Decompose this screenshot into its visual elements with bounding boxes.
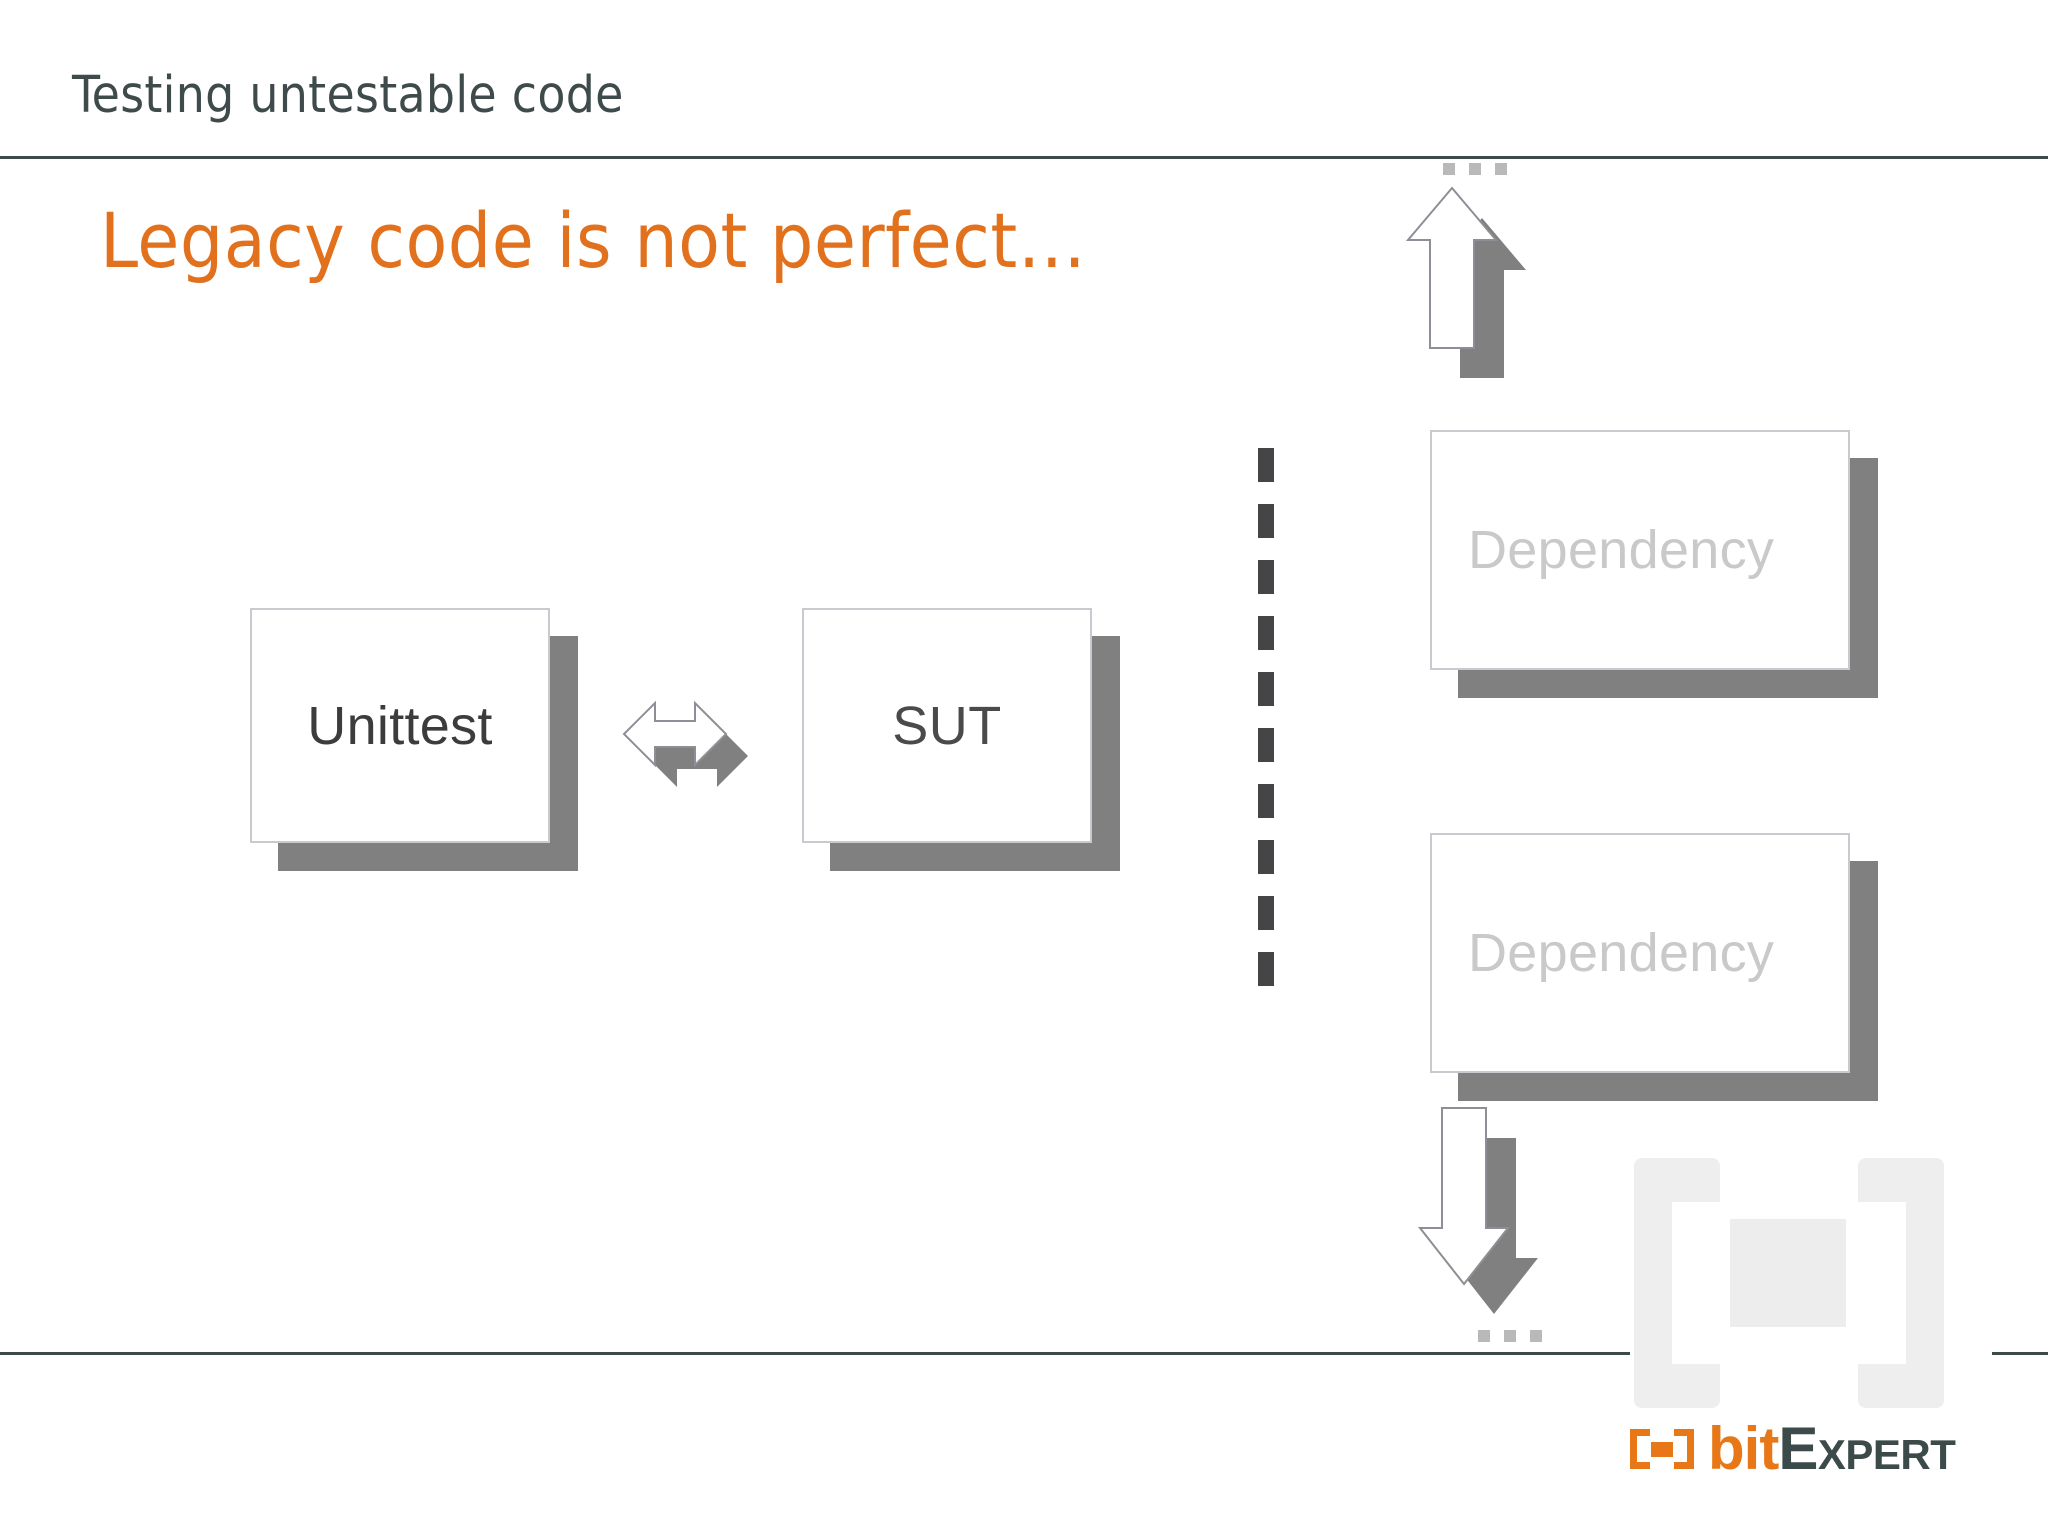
watermark-left-top [1634, 1158, 1720, 1202]
divider-dash [1258, 728, 1274, 762]
ellipsis-dot [1530, 1330, 1542, 1342]
divider-dash [1258, 840, 1274, 874]
bracket-left-top [1630, 1429, 1650, 1436]
unittest-box-label: Unittest [307, 695, 493, 756]
bracket-right-bottom [1674, 1462, 1694, 1469]
watermark-center-square [1730, 1219, 1846, 1327]
dashed-vertical-divider-icon [1258, 448, 1274, 986]
footer-divider-rule-right [1992, 1352, 2048, 1355]
ellipsis-dot [1443, 163, 1455, 175]
divider-dash [1258, 896, 1274, 930]
sut-box-label: SUT [892, 695, 1002, 756]
logo-text-bit: bit [1708, 1415, 1779, 1482]
footer-divider-rule-left [0, 1352, 1630, 1355]
unittest-box: Unittest [250, 608, 578, 871]
arrow-down-icon [1417, 1107, 1538, 1323]
sut-box-face: SUT [802, 608, 1092, 843]
dependency-box-1-face: Dependency [1430, 430, 1850, 670]
dependency-box-1-label: Dependency [1468, 520, 1775, 580]
divider-dash [1258, 952, 1274, 986]
bitexpert-logo: bit Expert [1630, 1415, 1956, 1482]
unittest-box-face: Unittest [250, 608, 550, 843]
bracket-center-square [1651, 1442, 1673, 1457]
divider-dash [1258, 560, 1274, 594]
ellipsis-dot [1469, 163, 1481, 175]
bracket-left-stem [1630, 1429, 1637, 1469]
sut-box: SUT [802, 608, 1120, 871]
bracket-right-top [1674, 1429, 1694, 1436]
logo-text-expert: Expert [1778, 1415, 1956, 1482]
arrow-up-icon [1405, 186, 1528, 393]
ellipsis-top-icon [1443, 163, 1507, 175]
divider-dash [1258, 448, 1274, 482]
dependency-box-2-face: Dependency [1430, 833, 1850, 1073]
divider-dash [1258, 672, 1274, 706]
bitexpert-bracket-watermark-icon [1634, 1158, 1944, 1408]
arrow-left-right-icon [600, 690, 750, 805]
header-divider-rule [0, 156, 2048, 159]
divider-dash [1258, 504, 1274, 538]
dependency-box-2-label: Dependency [1468, 923, 1775, 983]
bracket-left-bottom [1630, 1462, 1650, 1469]
dependency-box-1: Dependency [1430, 430, 1878, 698]
ellipsis-dot [1504, 1330, 1516, 1342]
divider-dash [1258, 784, 1274, 818]
dependency-box-2: Dependency [1430, 833, 1878, 1101]
bracket-right-stem [1687, 1429, 1694, 1469]
ellipsis-dot [1495, 163, 1507, 175]
divider-dash [1258, 616, 1274, 650]
headline-text: Legacy code is not perfect… [100, 196, 1087, 285]
page-title: Testing untestable code [72, 66, 624, 125]
watermark-right-bottom [1858, 1364, 1944, 1408]
watermark-right-top [1858, 1158, 1944, 1202]
bitexpert-bracket-icon [1630, 1429, 1694, 1469]
ellipsis-dot [1478, 1330, 1490, 1342]
ellipsis-bottom-icon [1478, 1330, 1542, 1342]
watermark-left-bottom [1634, 1364, 1720, 1408]
